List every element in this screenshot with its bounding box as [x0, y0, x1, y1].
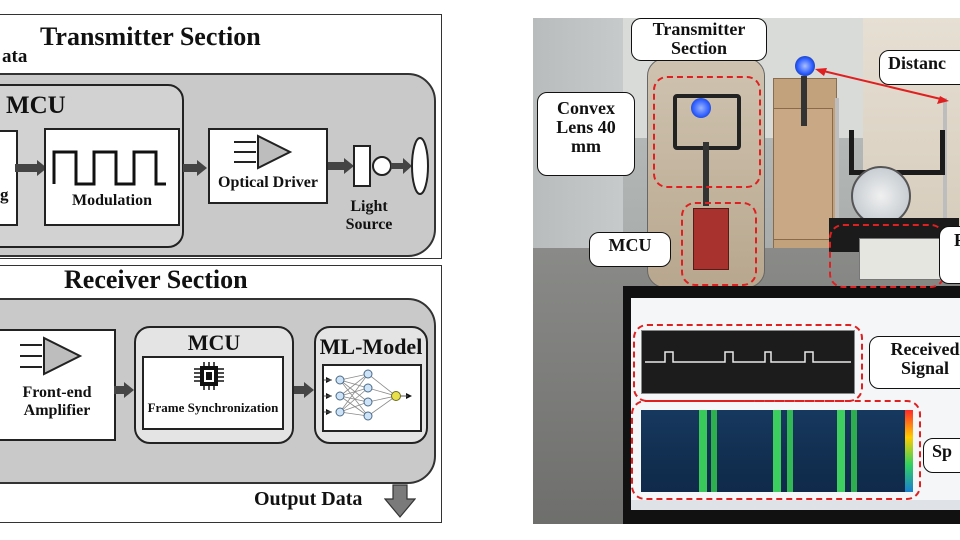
frontend-amplifier-label: Front-end Amplifier	[22, 384, 92, 419]
experimental-setup-photo: Transmitter Section Convex Lens 40 mm MC…	[533, 18, 960, 524]
receiver-highlight	[829, 224, 945, 288]
bench-rod-1	[835, 98, 839, 238]
breadboard	[859, 238, 941, 280]
mcu-callout: MCU	[589, 232, 671, 267]
received-waveform	[645, 351, 851, 363]
modulation-block	[44, 128, 180, 226]
far-led	[795, 56, 815, 76]
ml-model-label: ML-Model	[319, 334, 423, 359]
receiver-partial-callout: F	[939, 226, 960, 284]
frontend-amplifier-icon	[20, 336, 83, 376]
transmitter-mcu-label: MCU	[6, 92, 66, 119]
frame-sync-label: Frame Synchronization	[147, 400, 279, 415]
receiver-title: Receiver Section	[64, 265, 248, 294]
transmitter-post	[703, 142, 709, 206]
modulation-label: Modulation	[71, 192, 152, 209]
mcu-highlight	[681, 202, 757, 286]
transmitter-led	[691, 98, 711, 118]
spectrogram-callout: Sp	[923, 438, 960, 473]
bench-rod-2	[943, 98, 947, 238]
convex-lens-callout: Convex Lens 40 mm	[537, 92, 635, 176]
taskbar	[631, 500, 960, 510]
chip-icon	[194, 362, 224, 390]
spectrogram-colorbar	[905, 410, 913, 492]
distance-arrow	[815, 68, 949, 104]
receiver-lens	[851, 166, 911, 226]
square-wave-icon	[52, 150, 166, 186]
light-source-icon	[353, 137, 429, 195]
far-post	[801, 76, 807, 126]
mcu-board	[693, 208, 729, 270]
distance-callout: Distanc	[879, 50, 960, 85]
spectrogram	[641, 410, 913, 492]
encoding-block	[0, 130, 18, 226]
encoding-label: g	[0, 185, 9, 204]
optical-driver-label: Optical Driver	[218, 174, 318, 191]
transmitter-highlight	[653, 76, 761, 188]
input-data-label: ata	[2, 46, 28, 67]
light-source-label: Light Source	[345, 198, 393, 233]
received-signal-highlight	[633, 324, 863, 402]
down-arrow-icon	[384, 484, 416, 518]
receiver-mcu-label: MCU	[187, 330, 241, 355]
transmitter-title: Transmitter Section	[40, 22, 261, 51]
cabinet	[773, 108, 833, 240]
neural-network-icon	[324, 369, 412, 421]
received-signal-callout: Received Signal	[869, 336, 960, 389]
receiver-mount	[849, 130, 945, 175]
output-data-label: Output Data	[254, 488, 363, 510]
spectrogram-highlight	[631, 400, 921, 500]
amplifier-icon	[234, 134, 293, 170]
transmitter-section-callout: Transmitter Section	[631, 18, 767, 61]
